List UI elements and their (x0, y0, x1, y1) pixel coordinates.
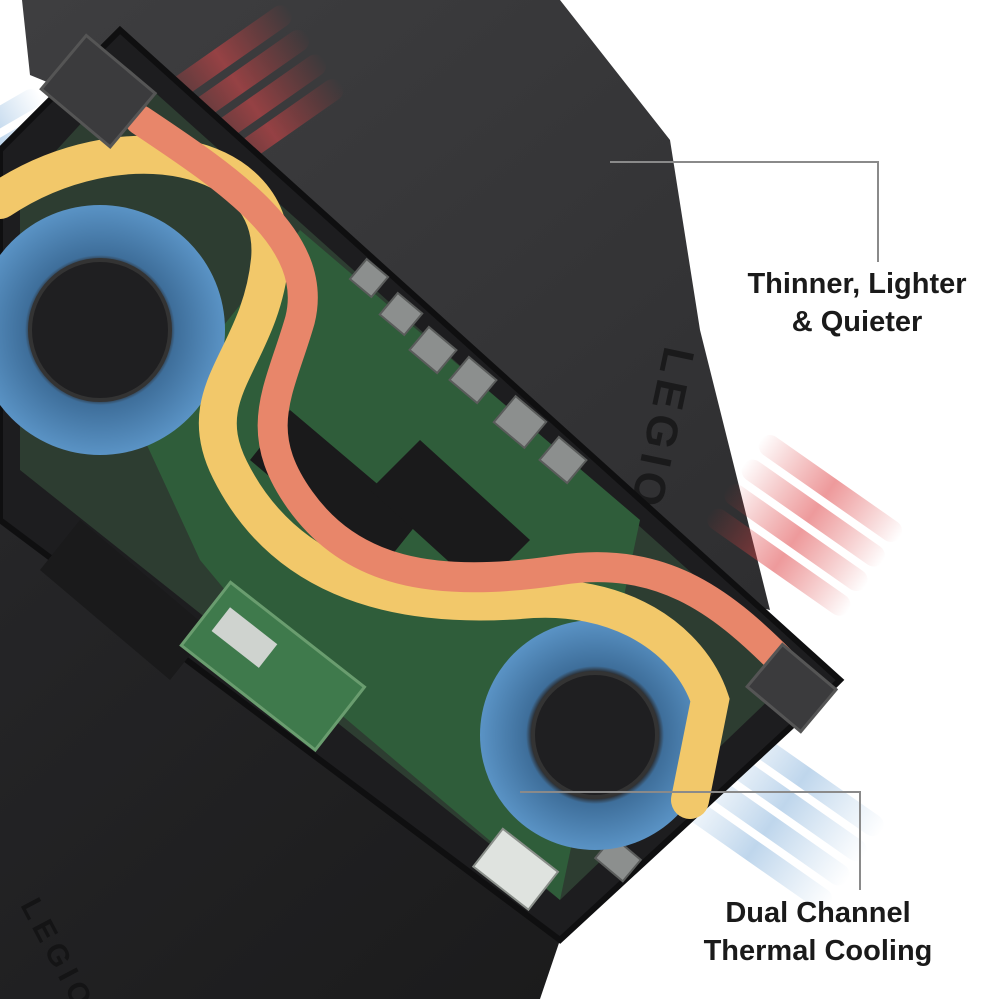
hot-air-exhaust-right (707, 435, 903, 616)
leader-line-bottom (520, 791, 861, 890)
callout-top-line2: & Quieter (791, 306, 923, 338)
cool-air-intake-bottom (672, 717, 884, 910)
io-ports (348, 257, 643, 883)
leader-line-top (610, 161, 879, 262)
hinge-right (745, 642, 839, 734)
wifi-card (471, 827, 560, 912)
ssd-module (179, 580, 367, 753)
hinge-top (39, 33, 158, 150)
callout-dual-channel-thermal-cooling: Dual Channel Thermal Cooling (690, 894, 946, 970)
board-components (40, 410, 530, 680)
callout-thinner-lighter-quieter: Thinner, Lighter & Quieter (734, 265, 980, 341)
callout-top-line1: Thinner, Lighter (747, 268, 967, 300)
left-fan (0, 205, 225, 455)
callout-bottom-line1: Dual Channel (725, 897, 911, 929)
heatpipe-copper (125, 105, 795, 675)
callout-bottom-line2: Thermal Cooling (703, 935, 933, 967)
